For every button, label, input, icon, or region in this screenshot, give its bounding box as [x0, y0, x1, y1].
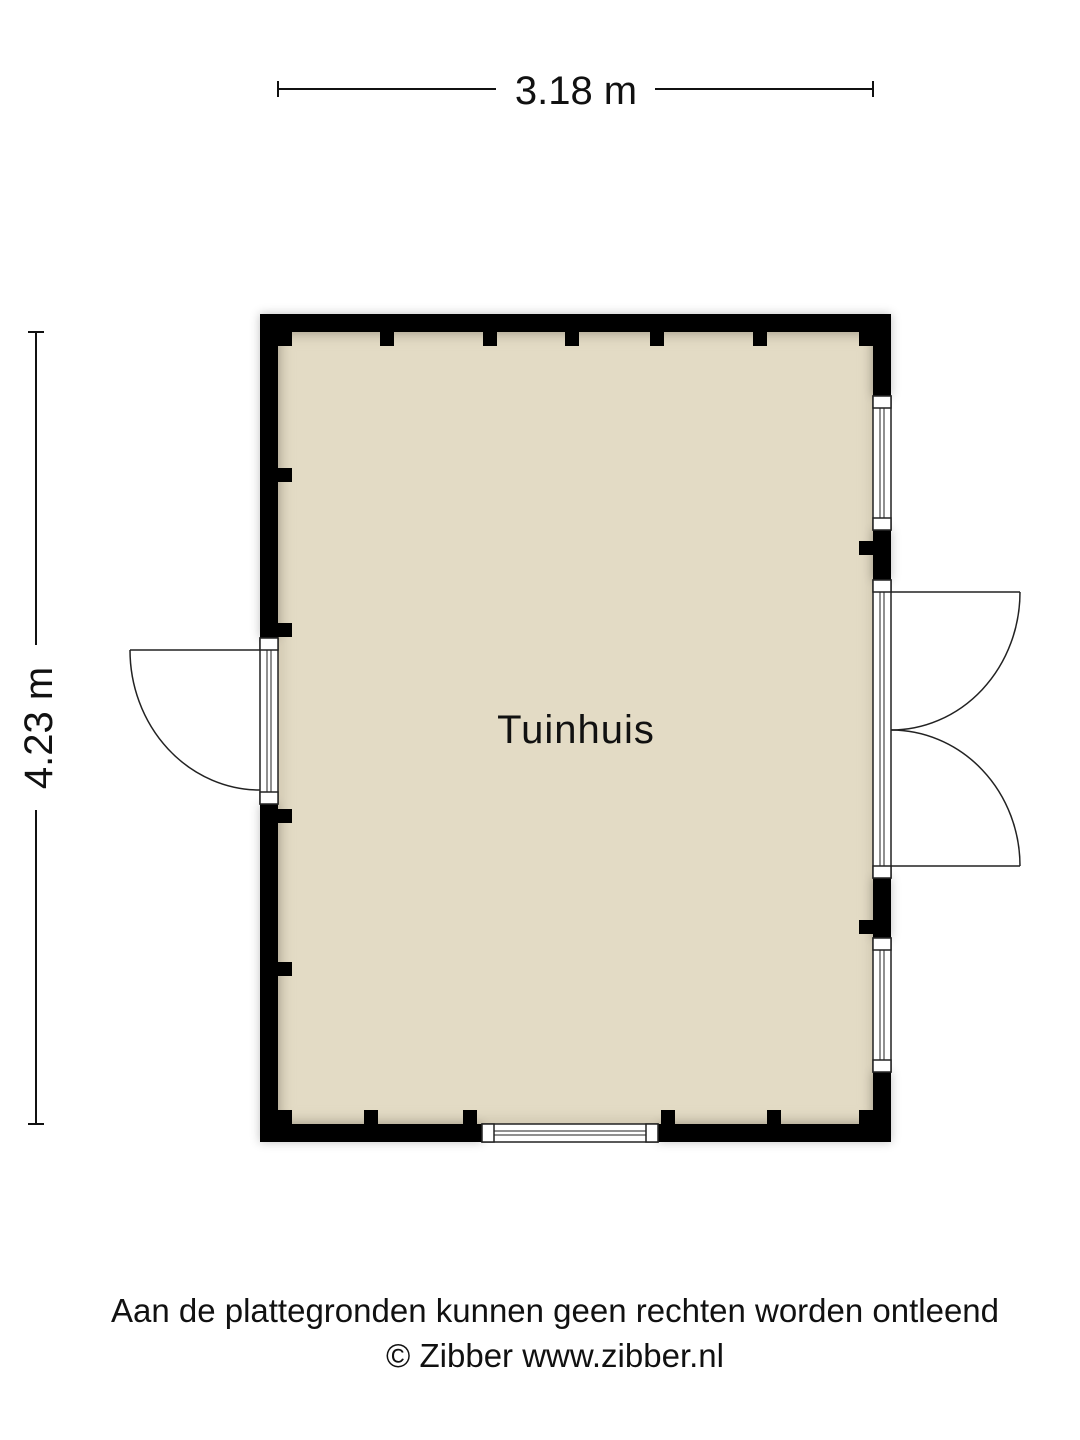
door-left — [129, 637, 279, 805]
door-right — [872, 579, 1021, 879]
wall-bottom-right — [658, 1124, 891, 1142]
floor-fill — [278, 332, 875, 1124]
height-dimension: 4.23 m — [17, 331, 61, 1125]
window-right-upper — [872, 395, 892, 531]
wall-post — [278, 623, 292, 637]
wall-left-upper — [260, 314, 278, 638]
window-right-lower — [872, 937, 892, 1073]
wall-top — [260, 314, 891, 332]
wall-post — [767, 1110, 781, 1124]
wall-post — [859, 332, 873, 346]
wall-post — [380, 332, 394, 346]
wall-post — [753, 332, 767, 346]
wall-right-lower-mid — [873, 878, 891, 938]
room-label: Tuinhuis — [497, 708, 655, 752]
width-dimension-label: 3.18 m — [515, 69, 637, 113]
window-bottom — [481, 1123, 659, 1143]
wall-post — [278, 1110, 292, 1124]
wall-posts — [278, 332, 873, 1124]
door-right-lower-swing-arc — [890, 729, 1021, 867]
wall-post — [650, 332, 664, 346]
wall-post — [661, 1110, 675, 1124]
wall-right-bottom — [873, 1072, 891, 1142]
wall-post — [278, 468, 292, 482]
wall-post — [483, 332, 497, 346]
wall-post — [565, 332, 579, 346]
width-dimension: 3.18 m — [277, 69, 874, 113]
wall-post — [859, 541, 873, 555]
wall-right-upper-mid — [873, 530, 891, 580]
wall-post — [278, 809, 292, 823]
wall-post — [859, 920, 873, 934]
wall-post — [463, 1110, 477, 1124]
footer-disclaimer: Aan de plattegronden kunnen geen rechten… — [110, 1292, 1000, 1329]
door-left-swing-arc — [129, 649, 261, 791]
wall-post — [278, 332, 292, 346]
walls — [260, 314, 891, 1142]
wall-left-lower — [260, 804, 278, 1142]
wall-bottom-left — [260, 1124, 482, 1142]
height-dimension-label: 4.23 m — [17, 667, 61, 789]
footer-copyright: © Zibber www.zibber.nl — [386, 1337, 724, 1374]
wall-post — [364, 1110, 378, 1124]
wall-right-top — [873, 314, 891, 396]
door-right-upper-swing-arc — [890, 591, 1021, 731]
wall-post — [859, 1110, 873, 1124]
wall-post — [278, 962, 292, 976]
